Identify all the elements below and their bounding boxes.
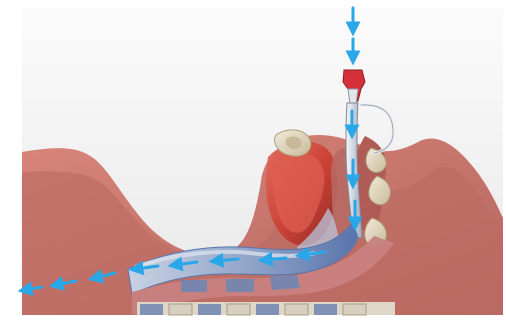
vertebra-block [227,304,250,315]
vertebra-block [140,304,163,315]
vertebra-block [256,304,279,315]
vertebra-block [285,304,308,315]
tube-collar [348,89,358,104]
vertebra-block [169,304,192,315]
tracheal-ring-blue-3 [270,275,300,290]
dashed-arrow-icon [216,259,238,261]
tracheal-ring-blue-2 [226,279,254,292]
vertebra-block [314,304,337,315]
dashed-arrow-icon [265,258,286,260]
vertebra-block [343,304,366,315]
vertebra-block [198,304,221,315]
tracheal-ring-blue-1 [181,280,207,292]
